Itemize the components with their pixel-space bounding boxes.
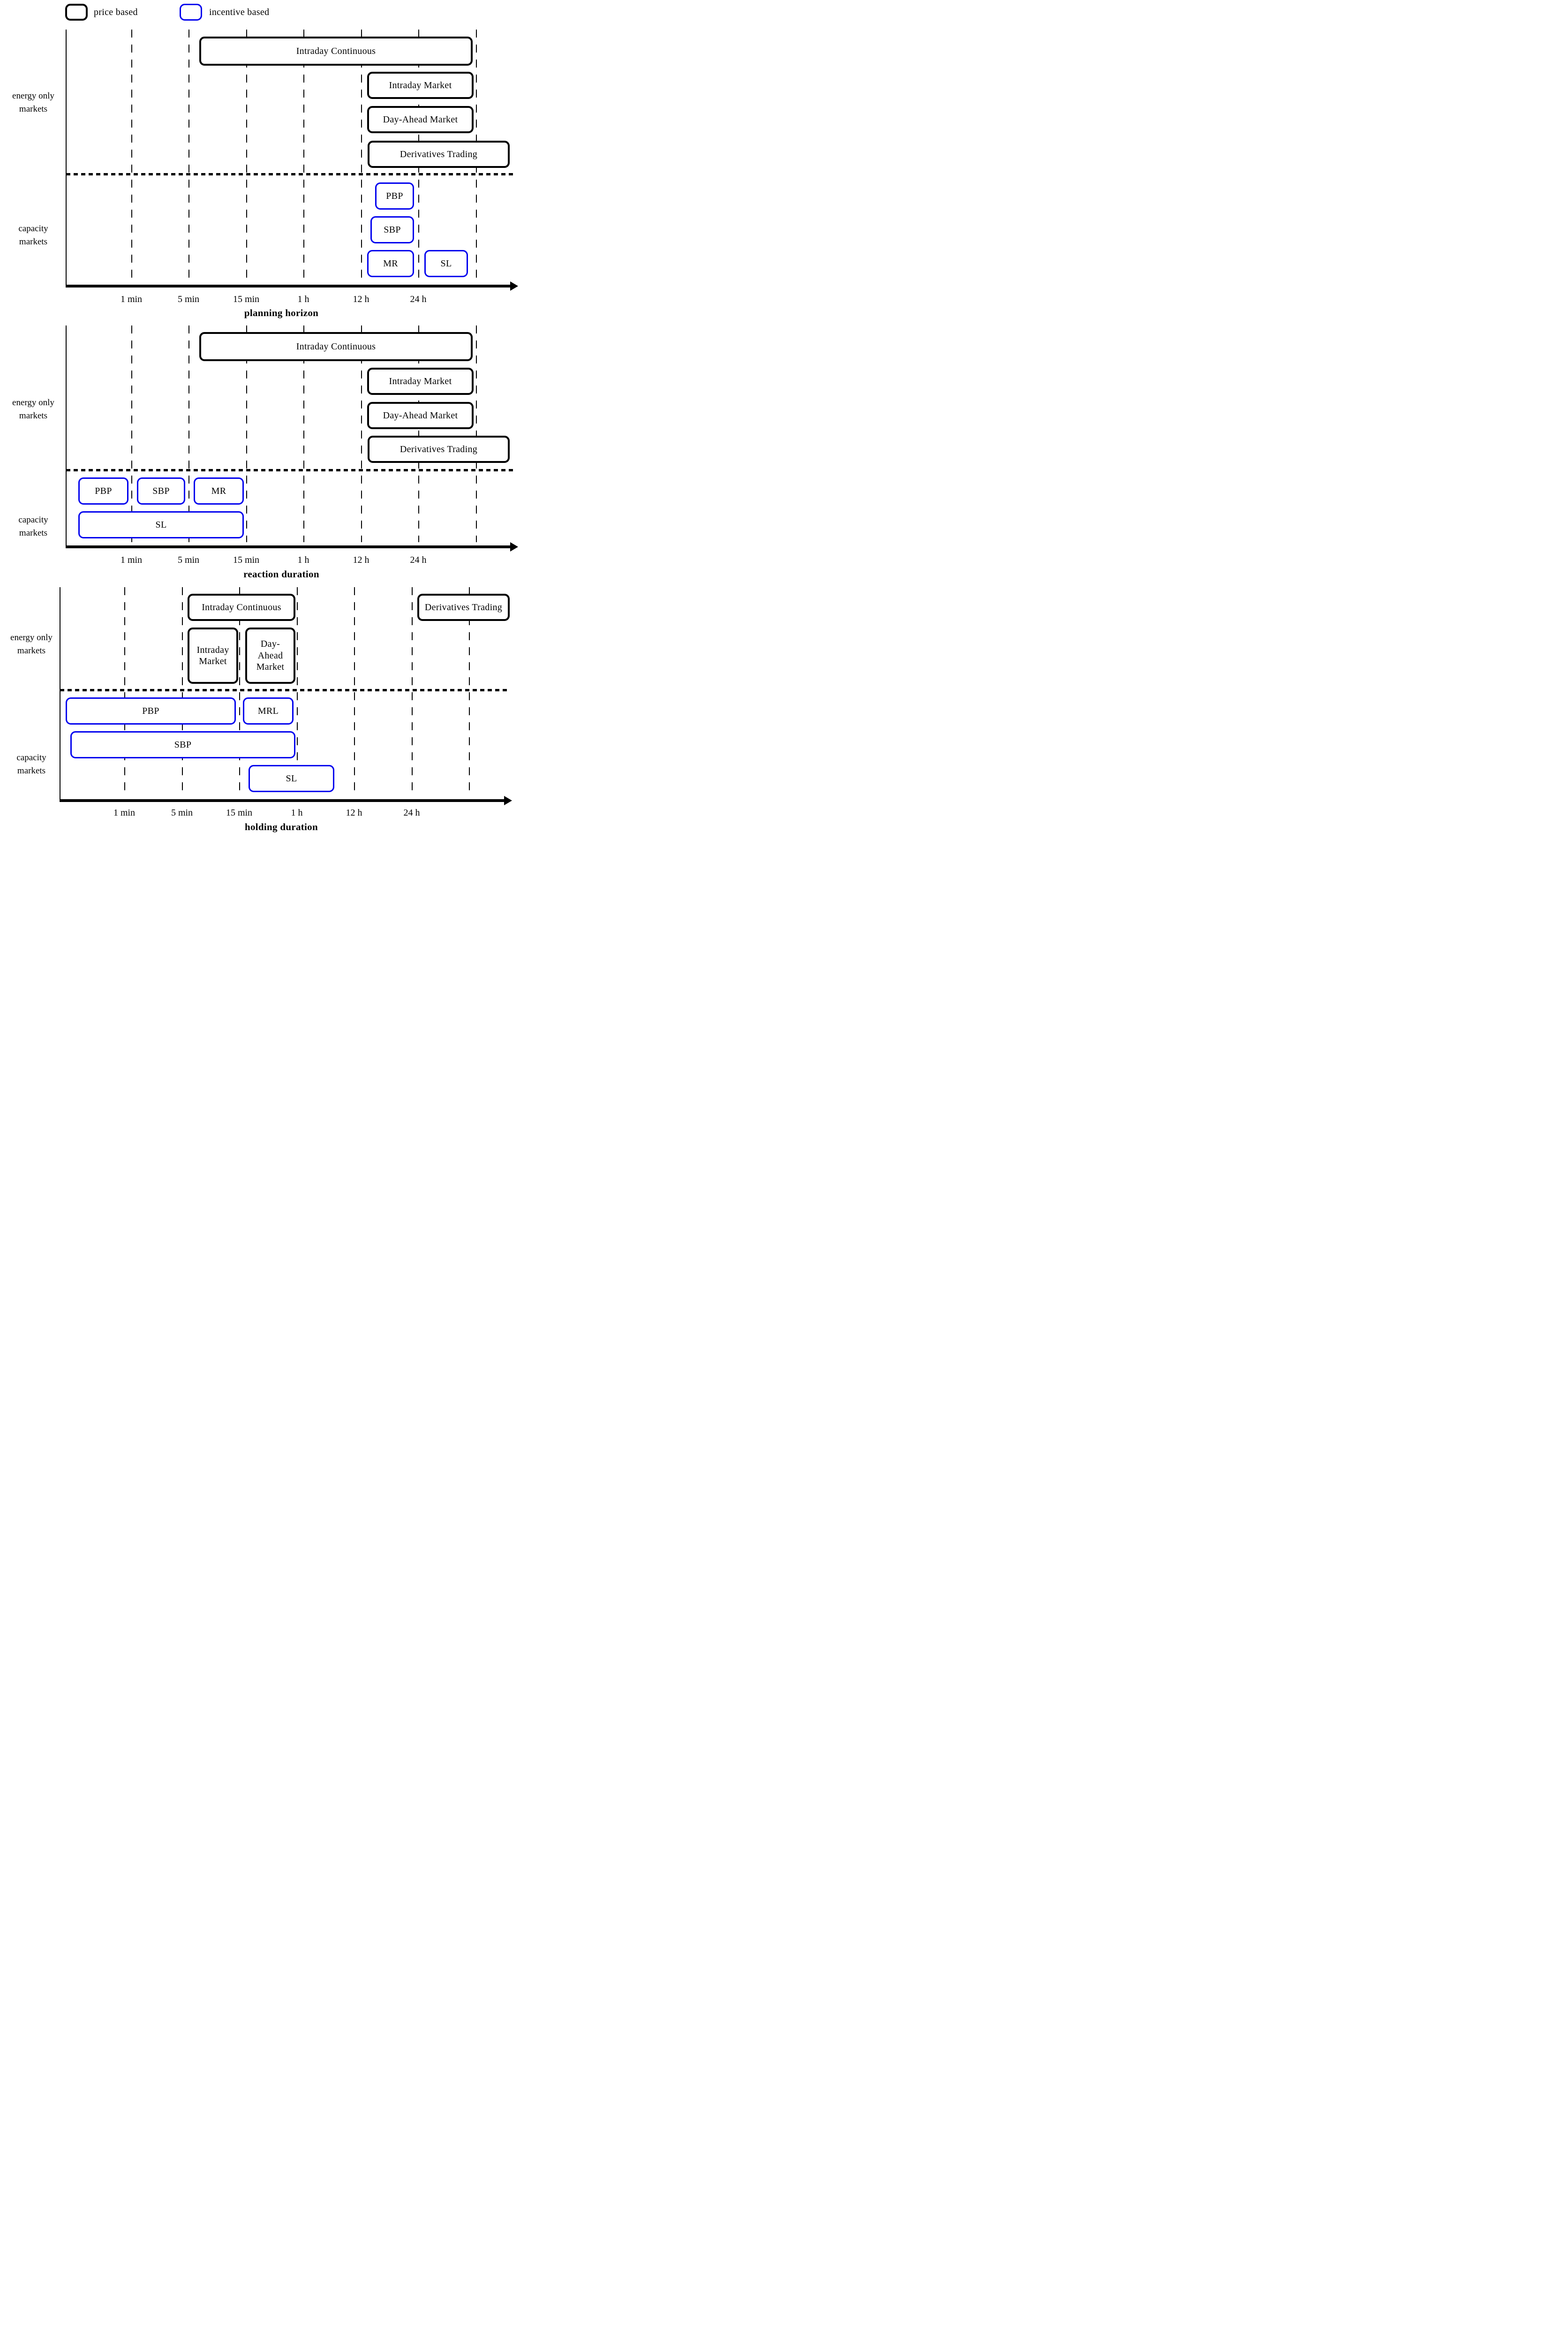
market-divider-dashed-line: [60, 689, 509, 691]
x-axis-line: [66, 545, 511, 548]
row-label-energy-only-markets: energy only markets: [0, 631, 63, 658]
gridline: [476, 325, 477, 542]
gridline: [246, 30, 247, 281]
row-label-line: energy only: [10, 633, 53, 643]
box-day-ahead-market: Day-Ahead Market: [367, 402, 474, 429]
row-label-capacity-markets: capacity markets: [0, 751, 63, 778]
tick-15min: 15 min: [226, 808, 253, 818]
tick-15min: 15 min: [233, 294, 260, 304]
box-sl: SL: [249, 765, 334, 792]
legend-price-based-label: price based: [94, 7, 138, 17]
chart-title-holding-duration: holding duration: [245, 821, 318, 832]
x-axis-arrowhead-icon: [510, 542, 518, 552]
chart-title-reaction-duration: reaction duration: [243, 568, 319, 580]
tick-1min: 1 min: [120, 294, 143, 304]
row-label-energy-only-markets: energy only markets: [2, 396, 65, 423]
box-derivatives-trading: Derivatives Trading: [368, 436, 510, 463]
tick-5min: 5 min: [171, 808, 193, 818]
gridline: [239, 587, 240, 796]
legend-incentive-based-label: incentive based: [209, 7, 270, 17]
x-axis-line: [60, 799, 505, 802]
tick-1h: 1 h: [297, 294, 309, 304]
gridline: [469, 587, 470, 796]
box-pbp: PBP: [78, 477, 128, 505]
row-label-line: markets: [19, 104, 48, 114]
box-intraday-continuous: Intraday Continuous: [199, 37, 473, 66]
row-label-capacity-markets: capacity markets: [2, 514, 65, 540]
box-sbp: SBP: [70, 731, 295, 758]
box-pbp: PBP: [375, 182, 414, 210]
box-sbp: SBP: [137, 477, 185, 505]
gridline: [131, 30, 132, 281]
box-intraday-market: Intraday Market: [367, 72, 474, 99]
gridline: [188, 325, 189, 542]
y-axis-line: [66, 325, 67, 548]
gridline: [297, 587, 298, 796]
row-label-capacity-markets: capacity markets: [2, 222, 65, 249]
row-label-line: capacity: [18, 224, 48, 234]
box-sl: SL: [78, 511, 244, 538]
box-sbp: SBP: [370, 216, 414, 243]
row-label-line: markets: [17, 766, 46, 776]
gridline: [303, 325, 304, 542]
box-intraday-market: Intraday Market: [367, 368, 474, 395]
gridline: [131, 325, 132, 542]
box-intraday-continuous: Intraday Continuous: [188, 594, 295, 621]
row-label-line: energy only: [12, 91, 54, 101]
box-day-ahead-market: Day-Ahead Market: [367, 106, 474, 133]
tick-1h: 1 h: [297, 555, 309, 565]
gridline: [182, 587, 183, 796]
box-day-ahead-market: Day-Ahead Market: [245, 628, 295, 684]
legend-incentive-based-swatch-icon: [180, 4, 202, 21]
tick-24h: 24 h: [410, 294, 427, 304]
box-derivatives-trading: Derivatives Trading: [368, 141, 510, 168]
y-axis-line: [66, 30, 67, 287]
tick-12h: 12 h: [353, 555, 369, 565]
row-label-line: markets: [19, 237, 48, 247]
tick-12h: 12 h: [346, 808, 362, 818]
box-mr: MR: [367, 250, 414, 277]
box-mr: MR: [194, 477, 244, 505]
box-mrl: MRL: [243, 697, 294, 725]
gridline: [246, 325, 247, 542]
gridline: [303, 30, 304, 281]
gridline: [124, 587, 125, 796]
gridline: [188, 30, 189, 281]
tick-5min: 5 min: [177, 555, 200, 565]
tick-1h: 1 h: [291, 808, 303, 818]
figure-market-timelines: price based incentive based energy only …: [0, 0, 523, 854]
gridline: [361, 30, 362, 281]
gridline: [412, 587, 413, 796]
row-label-line: markets: [19, 411, 48, 421]
row-label-line: capacity: [16, 753, 46, 763]
legend-price-based-swatch-icon: [65, 4, 88, 21]
box-sl: SL: [424, 250, 468, 277]
tick-24h: 24 h: [410, 555, 427, 565]
box-pbp: PBP: [66, 697, 236, 725]
tick-12h: 12 h: [353, 294, 369, 304]
tick-24h: 24 h: [403, 808, 420, 818]
x-axis-line: [66, 285, 511, 287]
x-axis-arrowhead-icon: [504, 796, 512, 805]
box-intraday-market: Intraday Market: [188, 628, 238, 684]
tick-1min: 1 min: [113, 808, 136, 818]
row-label-line: markets: [19, 528, 48, 538]
tick-15min: 15 min: [233, 555, 260, 565]
market-divider-dashed-line: [66, 469, 515, 471]
chart-title-planning-horizon: planning horizon: [244, 307, 319, 318]
gridline: [361, 325, 362, 542]
tick-1min: 1 min: [120, 555, 143, 565]
tick-5min: 5 min: [177, 294, 200, 304]
gridline: [418, 325, 419, 542]
gridline: [354, 587, 355, 796]
row-label-line: energy only: [12, 398, 54, 408]
row-label-line: markets: [17, 646, 46, 656]
x-axis-arrowhead-icon: [510, 281, 518, 291]
row-label-line: capacity: [18, 515, 48, 525]
box-intraday-continuous: Intraday Continuous: [199, 332, 473, 361]
market-divider-dashed-line: [66, 173, 515, 175]
row-label-energy-only-markets: energy only markets: [2, 90, 65, 116]
box-derivatives-trading: Derivatives Trading: [417, 594, 510, 621]
